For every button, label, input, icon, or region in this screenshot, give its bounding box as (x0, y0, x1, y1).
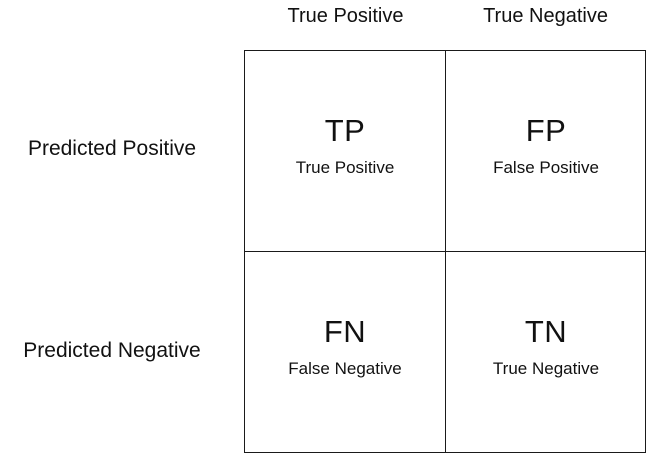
cell-abbreviation: FN (323, 314, 367, 349)
cell-false-negative: FN False Negative (245, 252, 445, 452)
column-header-true-negative: True Negative (483, 5, 608, 27)
cell-true-positive: TP True Positive (245, 51, 445, 251)
row-header-predicted-positive: Predicted Positive (27, 137, 197, 160)
confusion-matrix-grid: TP True Positive FP False Positive FN Fa… (244, 50, 646, 453)
column-header-true-positive: True Positive (287, 5, 404, 27)
row-header-predicted-negative: Predicted Negative (23, 339, 201, 362)
cell-label: False Negative (288, 359, 402, 378)
cell-true-negative: TN True Negative (446, 252, 646, 452)
cell-label: True Negative (492, 359, 600, 378)
cell-false-positive: FP False Positive (446, 51, 646, 251)
grid-horizontal-divider (245, 251, 645, 252)
cell-abbreviation: TP (324, 113, 366, 148)
cell-label: True Positive (295, 158, 395, 177)
cell-label: False Positive (493, 158, 599, 177)
cell-abbreviation: FP (525, 113, 567, 148)
cell-abbreviation: TN (524, 314, 568, 349)
